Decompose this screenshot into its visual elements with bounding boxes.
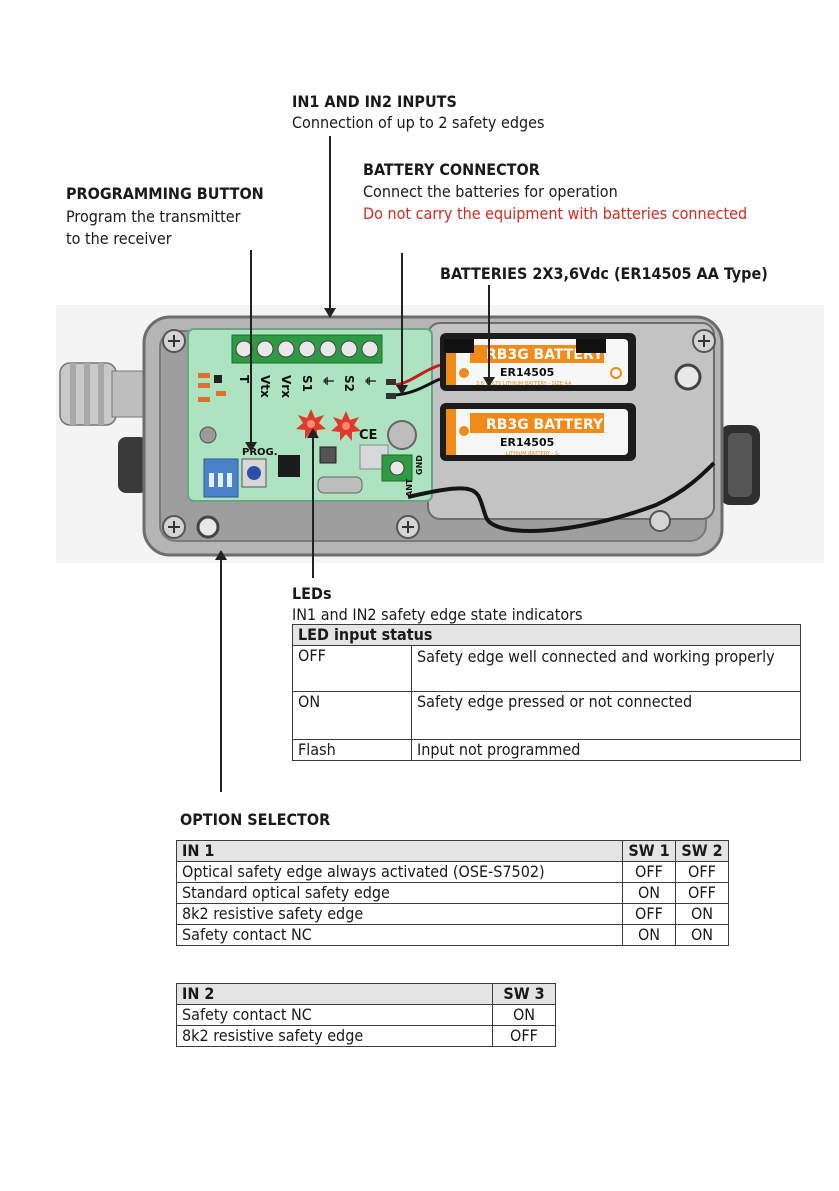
arrow-down-icon <box>324 308 336 318</box>
table-cell: ON <box>622 924 676 946</box>
terminal-label: Vtx <box>258 375 272 398</box>
ce-mark: CE <box>359 428 377 443</box>
table-cell: ON <box>675 924 729 946</box>
table-header: SW 1 <box>622 840 676 862</box>
microcontroller-chip <box>278 455 300 477</box>
programming-button-title: PROGRAMMING BUTTON <box>66 184 264 203</box>
led-in2-icon <box>331 411 361 441</box>
prog-label: PROG. <box>242 447 278 458</box>
table-cell: Input not programmed <box>411 739 801 761</box>
terminal-label: S2 <box>342 375 356 392</box>
table-header-row: LED input status <box>292 624 801 646</box>
table-row: Safety contact NC ON ON <box>176 924 729 946</box>
gnd-label: GND <box>415 455 424 475</box>
programming-button-leader-line <box>250 250 252 445</box>
led-in1-icon <box>296 409 326 439</box>
arrow-down-icon <box>483 377 495 387</box>
device-illustration: T Vtx Vrx S1 ⏚ S2 ⏚ PROG. CE <box>56 305 824 563</box>
battery-connector-warning: Do not carry the equipment with batterie… <box>363 204 748 223</box>
in1-table: IN 1 SW 1 SW 2 Optical safety edge alway… <box>176 840 729 946</box>
table-cell: ON <box>492 1004 556 1026</box>
option-selector-title: OPTION SELECTOR <box>180 810 331 829</box>
table-cell: 8k2 resistive safety edge <box>176 1025 493 1047</box>
table-cell: ON <box>622 882 676 904</box>
inputs-description: Connection of up to 2 safety edges <box>292 113 545 132</box>
table-row: OFF Safety edge well connected and worki… <box>292 645 801 692</box>
arrow-up-icon <box>215 550 227 560</box>
table-row: Flash Input not programmed <box>292 739 801 761</box>
battery-connector-leader-line <box>401 253 403 388</box>
table-row: ON Safety edge pressed or not connected <box>292 691 801 740</box>
table-cell: OFF <box>292 645 412 692</box>
battery-model: ER14505 <box>500 366 554 379</box>
crystal <box>317 476 363 494</box>
terminal-label: Vrx <box>279 375 293 398</box>
table-header: LED input status <box>292 624 801 646</box>
leds-title: LEDs <box>292 584 332 603</box>
in2-table: IN 2 SW 3 Safety contact NC ON 8k2 resis… <box>176 983 556 1047</box>
table-header: IN 2 <box>176 983 493 1005</box>
table-header: SW 2 <box>675 840 729 862</box>
programming-button-desc-1: Program the transmitter <box>66 207 241 226</box>
table-cell: Safety contact NC <box>176 924 623 946</box>
table-cell: OFF <box>675 882 729 904</box>
table-header-row: IN 2 SW 3 <box>176 983 556 1005</box>
arrow-up-icon <box>307 428 319 438</box>
table-header: IN 1 <box>176 840 623 862</box>
table-cell: Safety contact NC <box>176 1004 493 1026</box>
table-header-row: IN 1 SW 1 SW 2 <box>176 840 729 862</box>
table-row: Safety contact NC ON <box>176 1004 556 1026</box>
programming-button <box>241 458 267 488</box>
battery-model: ER14505 <box>500 436 554 449</box>
battery-2: RB3G BATTERY ER14505 LITHIUM BATTERY - S <box>440 403 636 461</box>
screw-icon <box>162 329 716 539</box>
table-cell: OFF <box>622 861 676 883</box>
table-row: 8k2 resistive safety edge OFF ON <box>176 903 729 925</box>
table-cell: OFF <box>675 861 729 883</box>
table-cell: OFF <box>622 903 676 925</box>
programming-button-desc-2: to the receiver <box>66 229 172 248</box>
leds-leader-line <box>312 436 314 578</box>
leds-description: IN1 and IN2 safety edge state indicators <box>292 605 583 624</box>
table-cell: Safety edge pressed or not connected <box>411 691 801 740</box>
left-plug <box>118 437 148 493</box>
dip-switch <box>203 458 239 498</box>
table-cell: ON <box>675 903 729 925</box>
table-cell: Standard optical safety edge <box>176 882 623 904</box>
table-cell: OFF <box>492 1025 556 1047</box>
arrow-down-icon <box>396 385 408 395</box>
table-row: Optical safety edge always activated (OS… <box>176 861 729 883</box>
inputs-title: IN1 AND IN2 INPUTS <box>292 92 457 111</box>
battery-connector-title: BATTERY CONNECTOR <box>363 160 540 179</box>
battery-subtitle: 3.6 VOLTS LITHIUM BATTERY - SIZE AA <box>476 381 572 387</box>
table-row: Standard optical safety edge ON OFF <box>176 882 729 904</box>
arrow-down-icon <box>245 442 257 452</box>
buzzer <box>387 420 417 450</box>
batteries-leader-line <box>488 285 490 380</box>
terminal-label: ⏚ <box>363 375 377 387</box>
battery-subtitle: LITHIUM BATTERY - S <box>506 451 558 457</box>
terminal-label: S1 <box>300 375 314 392</box>
table-row: 8k2 resistive safety edge OFF <box>176 1025 556 1047</box>
antenna-wire <box>407 461 716 533</box>
terminal-label: T <box>237 375 251 384</box>
ant-label: ANT <box>405 478 414 497</box>
led-status-table: LED input status OFF Safety edge well co… <box>292 624 801 761</box>
battery-brand: RB3G BATTERY <box>486 347 604 363</box>
table-cell: 8k2 resistive safety edge <box>176 903 623 925</box>
terminal-label: ⏚ <box>321 375 335 387</box>
table-cell: Flash <box>292 739 412 761</box>
table-cell: ON <box>292 691 412 740</box>
battery-connector-description: Connect the batteries for operation <box>363 182 618 201</box>
table-cell: Optical safety edge always activated (OS… <box>176 861 623 883</box>
table-cell: Safety edge well connected and working p… <box>411 645 801 692</box>
battery-brand: RB3G BATTERY <box>486 417 604 433</box>
terminal-block <box>231 334 383 364</box>
table-header: SW 3 <box>492 983 556 1005</box>
option-selector-leader-line <box>220 558 222 792</box>
cable-gland <box>59 362 149 426</box>
inputs-leader-line <box>329 136 331 311</box>
batteries-title: BATTERIES 2X3,6Vdc (ER14505 AA Type) <box>440 264 768 283</box>
